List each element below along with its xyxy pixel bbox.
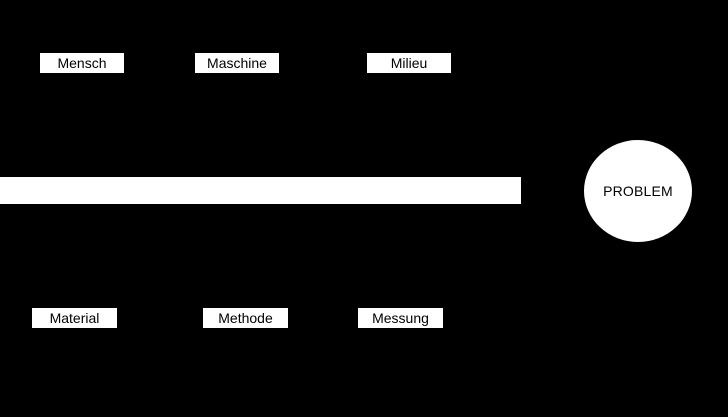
category-label-milieu: Milieu [367,53,451,73]
problem-head: PROBLEM [584,140,692,242]
problem-label: PROBLEM [603,183,673,199]
category-label-maschine: Maschine [195,53,279,73]
category-label-methode: Methode [203,308,288,328]
category-label-material: Material [32,308,117,328]
category-label-mensch: Mensch [40,53,124,73]
fishbone-spine [0,177,521,204]
category-label-messung: Messung [358,308,443,328]
